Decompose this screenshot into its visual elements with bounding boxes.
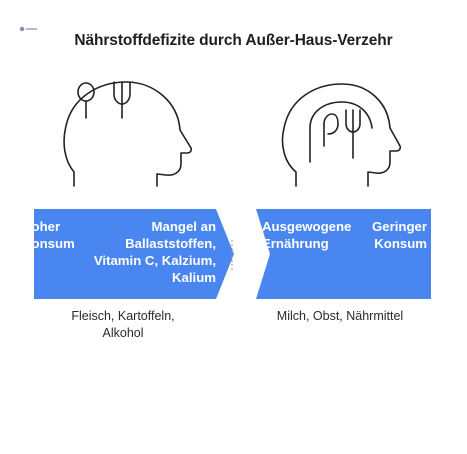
left-band-shape bbox=[34, 209, 234, 299]
head-with-spoon-and-fork-icon-left bbox=[63, 81, 193, 187]
left-band-deficiency-label: Mangel an Ballaststoffen, Vitamin C, Kal… bbox=[93, 219, 216, 285]
right-band: Ausgewogene Ernährung Geringer Konsum bbox=[256, 209, 431, 299]
right-caption: Milch, Obst, Nährmittel bbox=[276, 309, 404, 323]
head-with-spoon-and-fork-icon-right bbox=[281, 83, 402, 187]
right-band-consumption-label: Geringer Konsum bbox=[372, 219, 427, 251]
left-band: Hoher Konsum Mangel an Ballaststoffen, V… bbox=[34, 209, 216, 299]
right-band-shape bbox=[256, 209, 431, 299]
left-caption: Fleisch, Kartoffeln, Alkohol bbox=[71, 309, 175, 340]
right-band-balanced-label: Ausgewogene Ernährung bbox=[262, 219, 352, 251]
brand-logo bbox=[19, 26, 38, 32]
left-band-consumption-label: Hoher Konsum bbox=[34, 219, 75, 251]
page-title: Nährstoffdefizite durch Außer-Haus-Verze… bbox=[74, 32, 393, 49]
